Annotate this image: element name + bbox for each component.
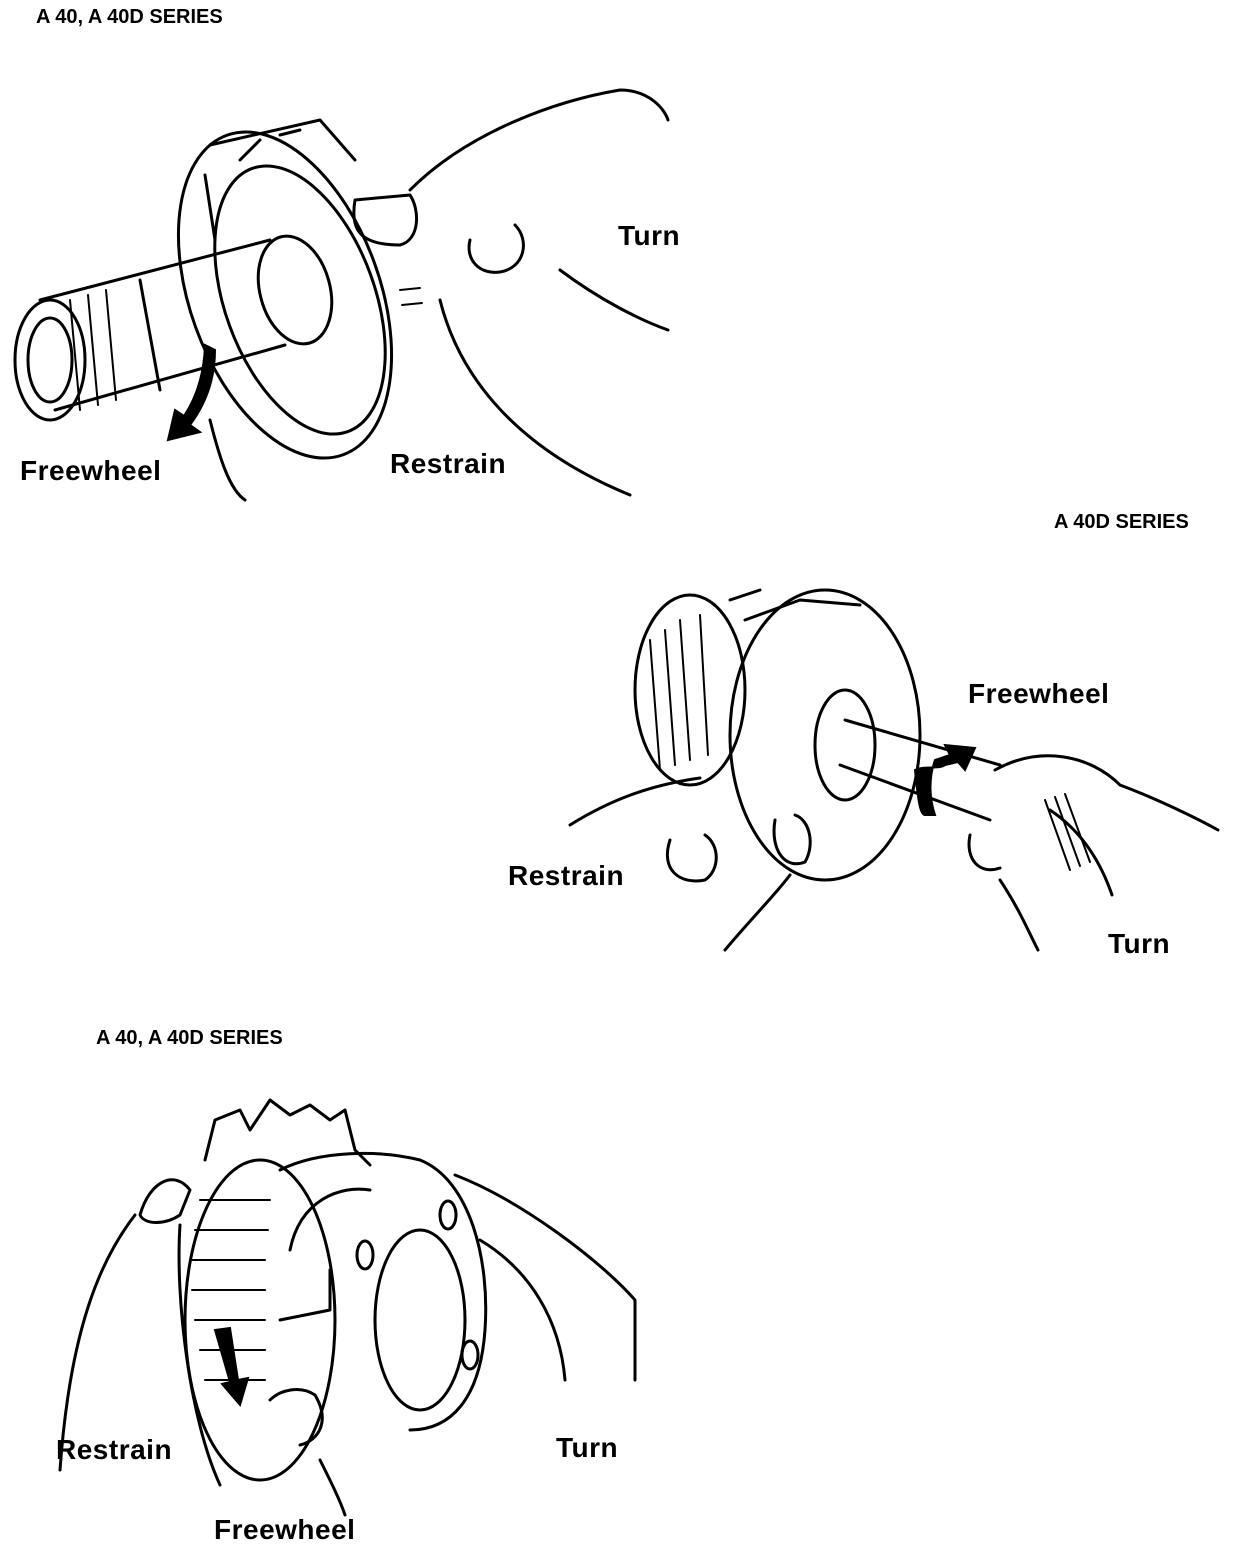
hand-icon bbox=[568, 754, 1220, 952]
figure-2-series-label: A 40D SERIES bbox=[1054, 511, 1189, 533]
gear-clutch-icon bbox=[633, 588, 922, 882]
figure-2-freewheel-label: Freewheel bbox=[968, 678, 1110, 709]
shaft-icon bbox=[838, 718, 1002, 822]
rotation-arrow-icon bbox=[213, 1326, 250, 1408]
figure-2-restrain-label: Restrain bbox=[508, 860, 625, 891]
figure-1-freewheel-label: Freewheel bbox=[20, 455, 162, 486]
gear-clutch-icon bbox=[176, 118, 394, 460]
figure-3-series-label: A 40, A 40D SERIES bbox=[96, 1027, 283, 1049]
figure-3-turn-label: Turn bbox=[556, 1432, 619, 1463]
figure-1-restrain-label: Restrain bbox=[390, 448, 507, 479]
rotation-arrow-icon bbox=[166, 343, 217, 442]
figure-3-restrain-label: Restrain bbox=[56, 1434, 173, 1465]
figure-2-turn-label: Turn bbox=[1108, 928, 1171, 959]
hand-icon bbox=[58, 1173, 637, 1517]
shaft-icon bbox=[13, 238, 287, 422]
rotation-arrow-icon bbox=[913, 743, 977, 816]
figure-3-freewheel-label: Freewheel bbox=[214, 1514, 356, 1545]
hand-icon bbox=[208, 88, 670, 502]
figure-1-turn-label: Turn bbox=[618, 220, 681, 251]
gear-clutch-icon bbox=[183, 1098, 488, 1482]
figure-1-series-label: A 40, A 40D SERIES bbox=[36, 6, 223, 28]
